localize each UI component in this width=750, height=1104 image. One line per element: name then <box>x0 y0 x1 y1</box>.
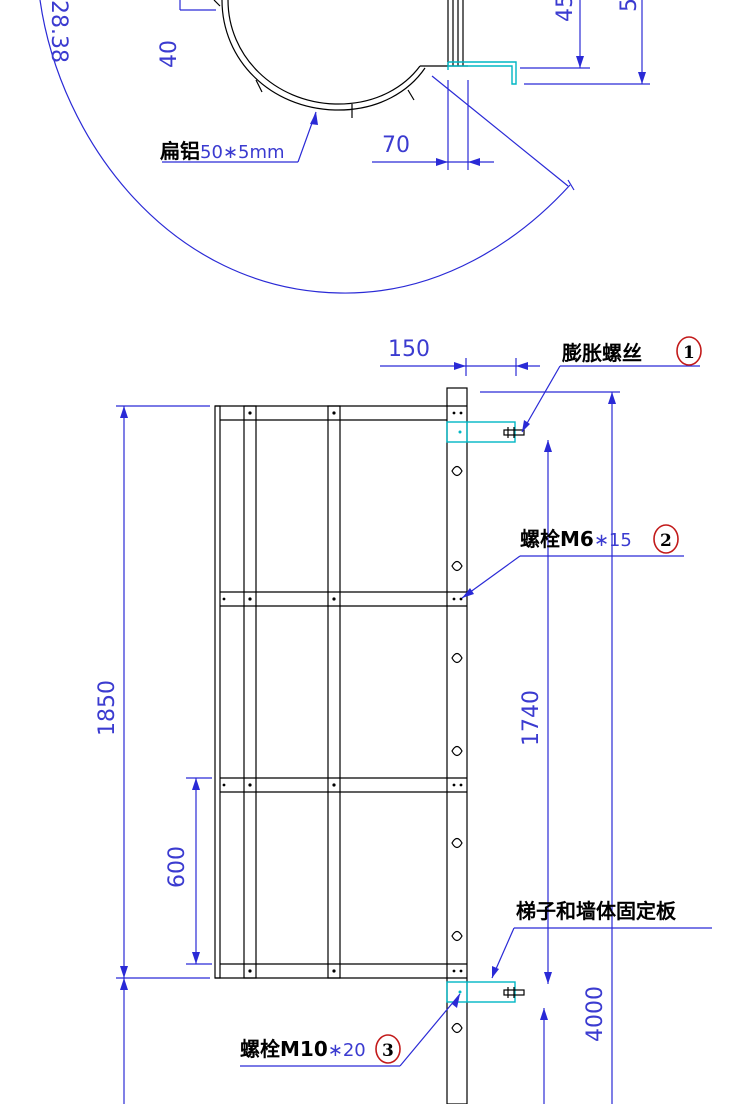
dim-600-label: 600 <box>165 846 190 888</box>
callout-3-number: 3 <box>382 1041 394 1061</box>
top-expansion-bolt <box>503 427 525 438</box>
cage-ring <box>221 0 426 111</box>
front-view: 150 <box>95 336 712 1104</box>
bottom-expansion-bolt <box>503 987 525 998</box>
horizontal-rails <box>220 419 447 965</box>
callout-1-text: 膨胀螺丝 <box>561 341 642 365</box>
callout-expansion-screw: 膨胀螺丝 1 <box>521 336 702 433</box>
radius-leader <box>431 75 569 187</box>
dim-1740-label: 1740 <box>519 690 544 746</box>
dim-5-label: 5 <box>617 0 642 12</box>
callout-2-text: 螺栓M6∗15 <box>520 527 632 551</box>
callout-bolt-m10: 螺栓M10∗20 3 <box>240 993 461 1067</box>
dim-40-label: 40 <box>157 40 182 68</box>
callout-1-number: 1 <box>683 343 695 363</box>
dim-70-label: 70 <box>382 133 410 158</box>
callout-plate-text: 梯子和墙体固定板 <box>516 899 677 923</box>
callout-2-number: 2 <box>660 531 672 551</box>
top-wall-plate <box>446 421 516 443</box>
radius-arc <box>39 0 571 294</box>
dim-1850-label: 1850 <box>95 680 120 736</box>
top-view: 28.38 40 45 5 <box>39 0 650 294</box>
dim-150-label: 150 <box>388 337 430 362</box>
dim-45-label: 45 <box>553 0 578 22</box>
vertical-bars <box>243 405 341 979</box>
bottom-wall-plate <box>446 981 516 1003</box>
main-upright <box>446 387 468 1104</box>
callout-bolt-m6: 螺栓M6∗15 2 <box>461 524 684 599</box>
callout-fixing-plate: 梯子和墙体固定板 <box>491 899 712 979</box>
callout-3-text: 螺栓M10∗20 <box>240 1037 366 1061</box>
profile-label: 扁铝50∗5mm <box>160 139 285 163</box>
dim-4000-label: 4000 <box>583 986 608 1042</box>
radius-label: 28.38 <box>46 0 71 63</box>
